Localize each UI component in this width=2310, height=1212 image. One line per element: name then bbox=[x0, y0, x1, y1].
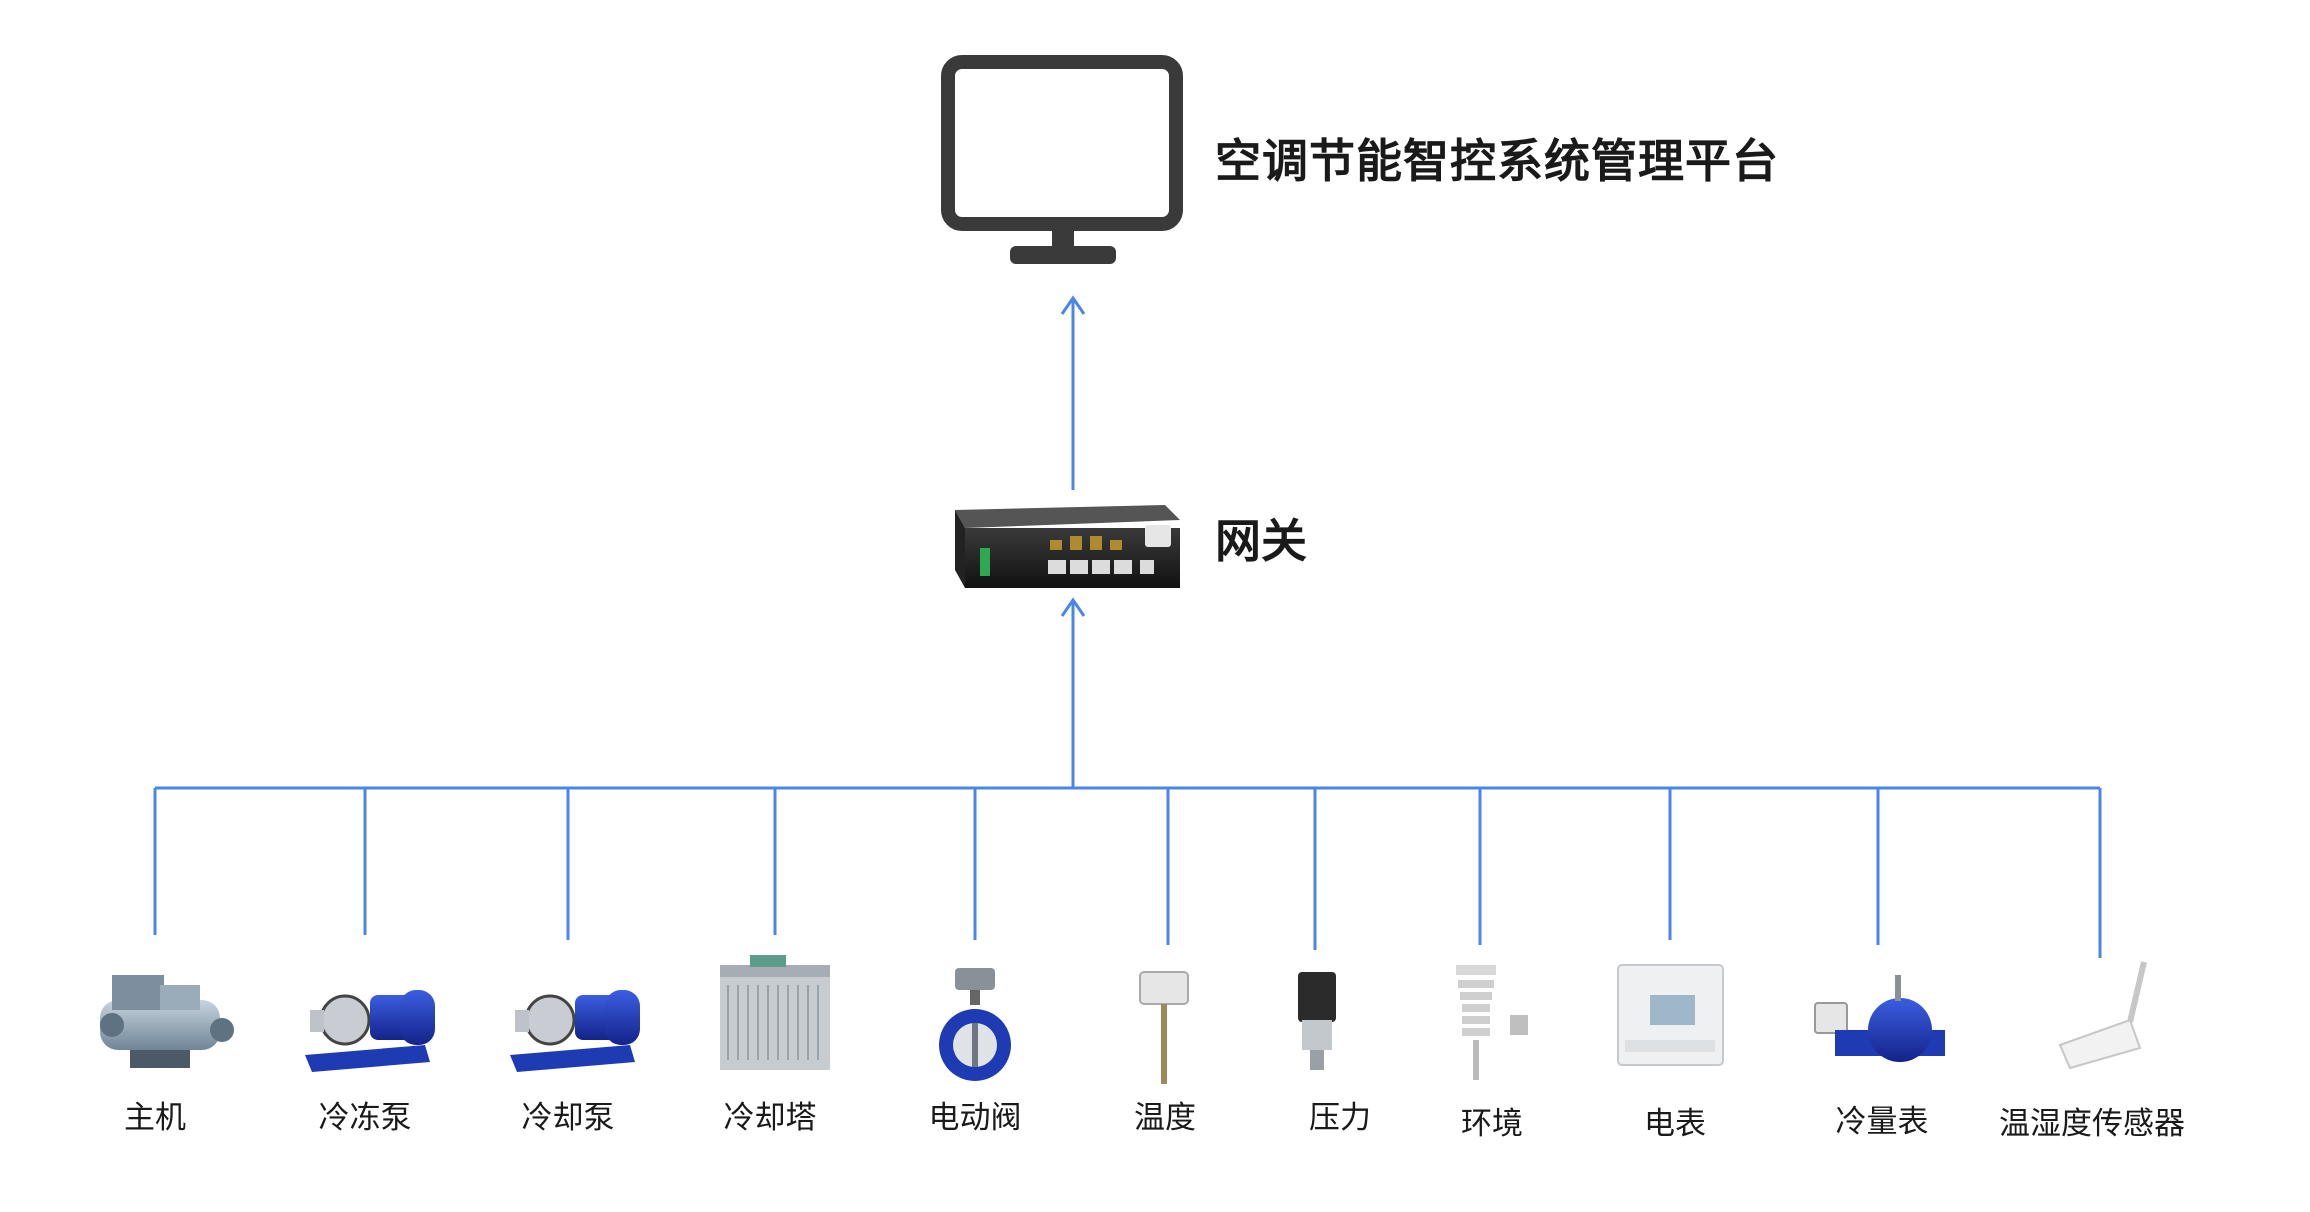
device-label-pressure: 压力 bbox=[1309, 1100, 1371, 1136]
cooling-tower-icon bbox=[720, 955, 830, 1070]
platform-title: 空调节能智控系统管理平台 bbox=[1215, 134, 1779, 188]
weather-station-icon bbox=[1456, 965, 1528, 1080]
pressure-transmitter-icon bbox=[1298, 972, 1336, 1070]
electric-meter-icon bbox=[1617, 964, 1724, 1066]
pump-icon-cooling bbox=[510, 990, 640, 1072]
device-label-environment: 环境 bbox=[1461, 1106, 1523, 1142]
chiller-icon bbox=[100, 975, 234, 1068]
device-label-cooling-tower: 冷却塔 bbox=[723, 1100, 817, 1136]
butterfly-valve-icon bbox=[939, 968, 1011, 1081]
flow-meter-icon bbox=[1814, 975, 1945, 1062]
device-label-cooling-pump: 冷却泵 bbox=[521, 1100, 615, 1136]
device-label-chilled-pump: 冷冻泵 bbox=[318, 1100, 412, 1136]
pump-icon-chilled bbox=[305, 990, 435, 1072]
device-label-chiller: 主机 bbox=[124, 1100, 186, 1136]
connector-lines bbox=[153, 295, 2102, 958]
gateway-arrowhead bbox=[1060, 597, 1086, 617]
gateway-router-icon bbox=[955, 505, 1180, 588]
temperature-sensor-icon bbox=[1139, 971, 1189, 1084]
device-label-electric-valve: 电动阀 bbox=[928, 1100, 1022, 1136]
gateway-label: 网关 bbox=[1215, 514, 1307, 568]
device-label-cooling-meter: 冷量表 bbox=[1835, 1104, 1929, 1140]
device-label-electric-meter: 电表 bbox=[1644, 1106, 1706, 1142]
platform-arrowhead bbox=[1060, 295, 1086, 315]
device-label-temperature: 温度 bbox=[1134, 1100, 1196, 1136]
humidity-sensor-icon bbox=[2058, 961, 2147, 1070]
device-label-th-sensor: 温湿度传感器 bbox=[1999, 1106, 2185, 1142]
monitor-icon bbox=[941, 55, 1183, 264]
